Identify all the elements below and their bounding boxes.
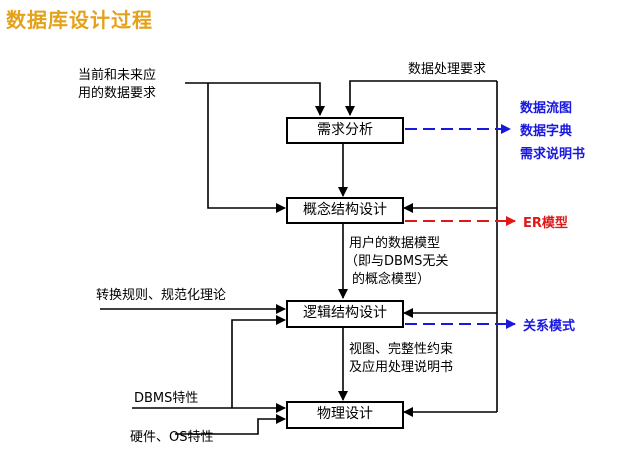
label-current-future-line1: 当前和未来应 — [78, 68, 157, 83]
note-views-line1: 视图、完整性约束 — [349, 342, 454, 357]
output-dataflow: 数据流图 — [520, 101, 573, 116]
box-logical-design: 逻辑结构设计 — [286, 300, 404, 328]
output-spec: 需求说明书 — [520, 147, 586, 162]
label-hardware: 硬件、OS特性 — [130, 430, 214, 445]
note-user-model-line1: 用户的数据模型 — [349, 236, 441, 251]
box-requirements-analysis: 需求分析 — [286, 117, 404, 144]
note-user-model-line3: 的概念模型） — [352, 272, 431, 287]
note-user-model-line2: （即与DBMS无关 — [345, 254, 449, 269]
page-title: 数据库设计过程 — [6, 8, 153, 32]
box-conceptual-design: 概念结构设计 — [286, 197, 404, 224]
label-data-processing: 数据处理要求 — [408, 62, 487, 77]
flow-dbms-hardware — [132, 315, 286, 435]
box-physical-design: 物理设计 — [286, 401, 404, 429]
note-views-line2: 及应用处理说明书 — [349, 360, 454, 375]
output-relational: 关系模式 — [523, 319, 576, 334]
flow-current-future — [185, 82, 325, 213]
label-dbms: DBMS特性 — [134, 391, 199, 406]
output-er-model: ER模型 — [523, 216, 568, 231]
output-dictionary: 数据字典 — [520, 124, 573, 139]
label-current-future-line2: 用的数据要求 — [78, 86, 157, 101]
label-rules: 转换规则、规范化理论 — [96, 288, 227, 303]
flow-data-processing — [345, 80, 498, 417]
